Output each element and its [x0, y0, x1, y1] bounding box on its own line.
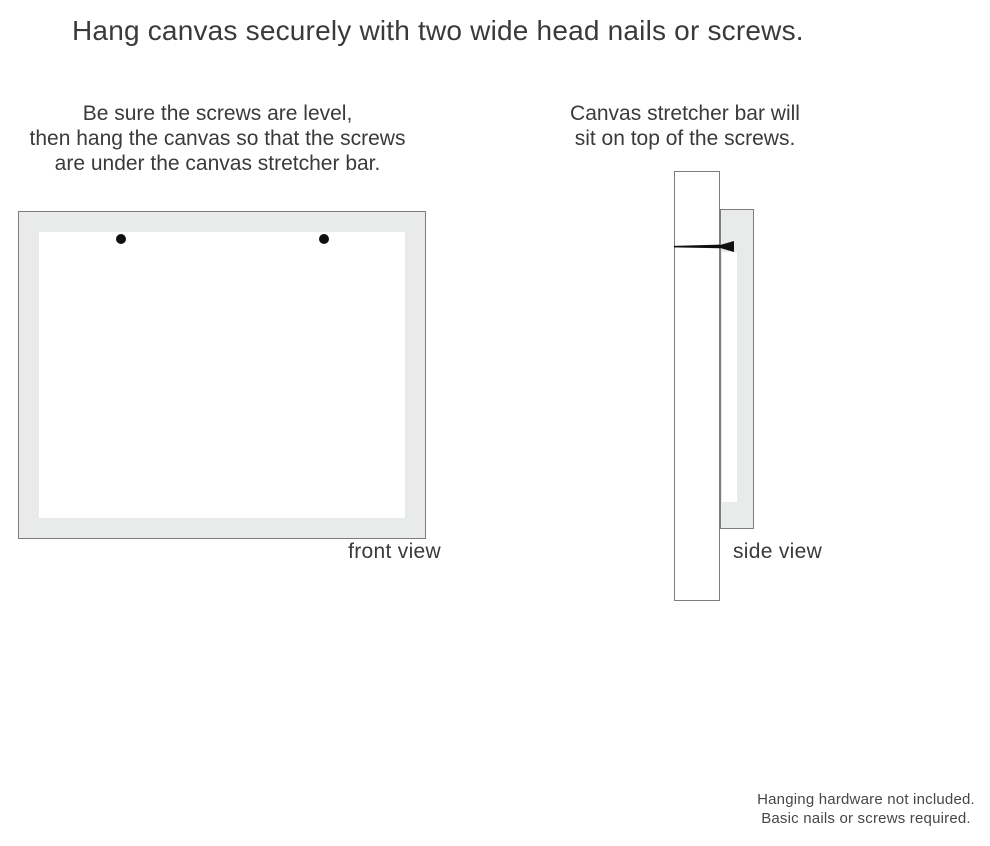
stretcher-bar-recess — [722, 252, 737, 502]
instruction-line: sit on top of the screws. — [574, 127, 796, 150]
nail-icon — [674, 241, 734, 252]
front-view-label: front view — [348, 540, 441, 563]
front-view-instructions: Be sure the screws are level, then hang … — [20, 101, 415, 176]
footnote-line: Basic nails or screws required. — [761, 810, 971, 827]
side-view-instructions: Canvas stretcher bar will sit on top of … — [535, 101, 835, 151]
canvas-front-face — [39, 232, 405, 518]
instruction-line: are under the canvas stretcher bar. — [54, 152, 381, 175]
wall-cross-section — [674, 171, 720, 601]
screw-icon — [319, 234, 329, 244]
side-view-canvas-diagram — [720, 209, 754, 529]
hardware-footnote: Hanging hardware not included. Basic nai… — [740, 790, 990, 828]
page-title: Hang canvas securely with two wide head … — [72, 15, 804, 46]
screw-icon — [116, 234, 126, 244]
instruction-line: Canvas stretcher bar will — [570, 102, 800, 125]
front-view-canvas-diagram — [18, 211, 426, 539]
instruction-line: Be sure the screws are level, — [82, 102, 353, 125]
side-view-label: side view — [733, 540, 823, 563]
footnote-line: Hanging hardware not included. — [757, 791, 975, 808]
instruction-line: then hang the canvas so that the screws — [29, 127, 406, 150]
